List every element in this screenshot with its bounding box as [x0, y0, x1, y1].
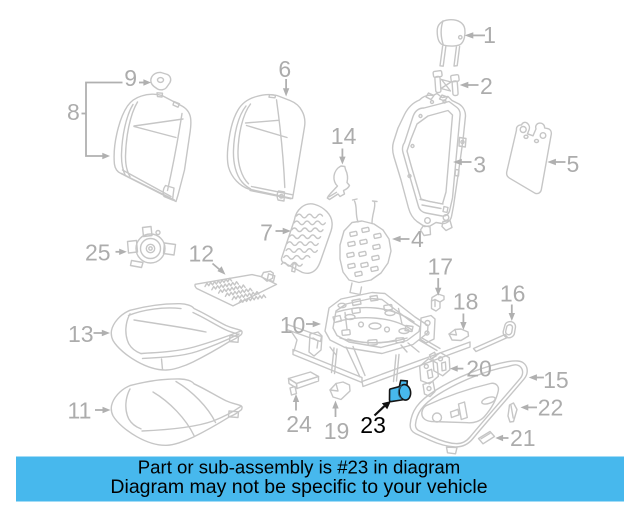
svg-text:8: 8 — [67, 99, 80, 125]
svg-text:18: 18 — [453, 288, 479, 314]
svg-text:25: 25 — [85, 240, 111, 266]
svg-text:12: 12 — [189, 241, 215, 267]
svg-text:15: 15 — [543, 367, 569, 393]
svg-text:Diagram may not be specific to: Diagram may not be specific to your vehi… — [110, 476, 487, 498]
svg-text:14: 14 — [331, 123, 357, 149]
svg-text:17: 17 — [428, 253, 454, 279]
svg-text:3: 3 — [473, 152, 486, 178]
svg-text:13: 13 — [68, 321, 94, 347]
svg-text:24: 24 — [286, 411, 312, 437]
svg-text:11: 11 — [68, 397, 92, 423]
svg-text:1: 1 — [483, 22, 496, 48]
svg-text:4: 4 — [411, 226, 424, 252]
svg-text:21: 21 — [510, 425, 536, 451]
svg-text:22: 22 — [538, 395, 564, 421]
svg-text:10: 10 — [280, 312, 306, 338]
svg-text:5: 5 — [567, 151, 580, 177]
svg-text:7: 7 — [260, 220, 273, 246]
svg-text:16: 16 — [500, 281, 526, 307]
svg-text:6: 6 — [278, 56, 291, 82]
svg-text:Part or sub-assembly is #23 in: Part or sub-assembly is #23 in diagram — [138, 456, 460, 477]
svg-text:19: 19 — [324, 418, 350, 444]
svg-text:23: 23 — [360, 412, 386, 438]
svg-text:20: 20 — [466, 356, 492, 382]
svg-text:2: 2 — [480, 73, 493, 99]
svg-text:9: 9 — [124, 65, 137, 91]
